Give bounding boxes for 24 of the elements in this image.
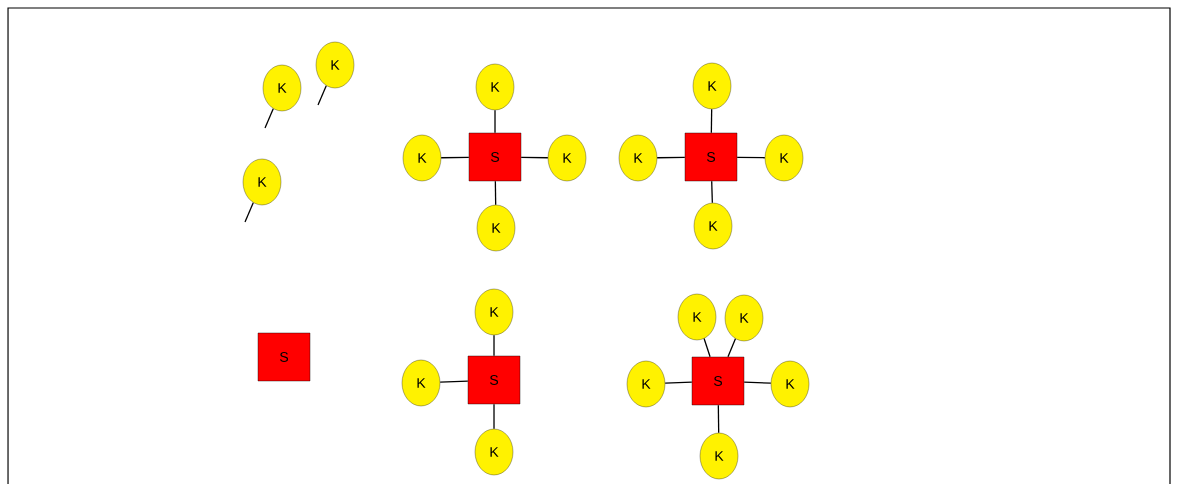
- s-box: S: [684, 132, 738, 182]
- connector-line: [439, 380, 469, 383]
- connector-line: [710, 108, 713, 134]
- connector-line: [711, 180, 713, 204]
- connector-line: [440, 156, 470, 159]
- connector-line: [736, 156, 766, 159]
- connector-line: [493, 403, 495, 430]
- connector-line: [520, 156, 549, 159]
- connector-line: [494, 109, 496, 134]
- connector-line: [664, 381, 693, 384]
- s-box: S: [691, 356, 745, 406]
- connector-line: [717, 404, 720, 434]
- tail-line: [317, 84, 327, 106]
- connector-line: [494, 180, 497, 206]
- connector-line: [703, 337, 711, 358]
- connector-line: [727, 338, 737, 358]
- s-box: S: [467, 355, 521, 405]
- tail-line: [264, 107, 274, 129]
- connector-line: [743, 381, 772, 384]
- s-box: S: [468, 132, 522, 182]
- s-box: S: [257, 332, 311, 382]
- connector-line: [656, 156, 686, 159]
- connector-line: [493, 334, 495, 357]
- tail-line: [244, 202, 254, 223]
